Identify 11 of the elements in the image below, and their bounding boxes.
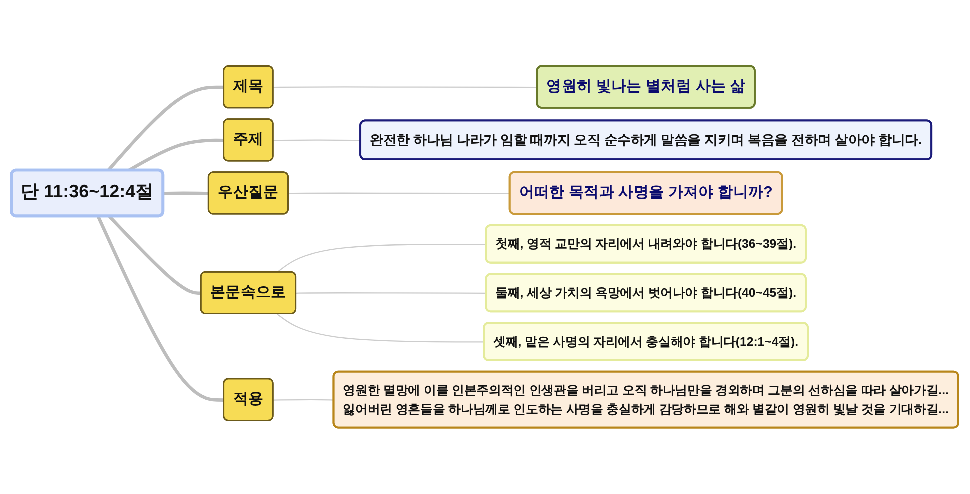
connector: [276, 244, 487, 274]
connector: [276, 314, 485, 343]
connector: [164, 192, 210, 196]
connector: [296, 292, 487, 294]
connector: [288, 192, 510, 194]
connector: [108, 216, 202, 296]
connector: [107, 86, 224, 172]
connector: [274, 86, 538, 88]
connector: [274, 140, 362, 142]
connector: [274, 399, 334, 401]
connector: [96, 216, 224, 402]
